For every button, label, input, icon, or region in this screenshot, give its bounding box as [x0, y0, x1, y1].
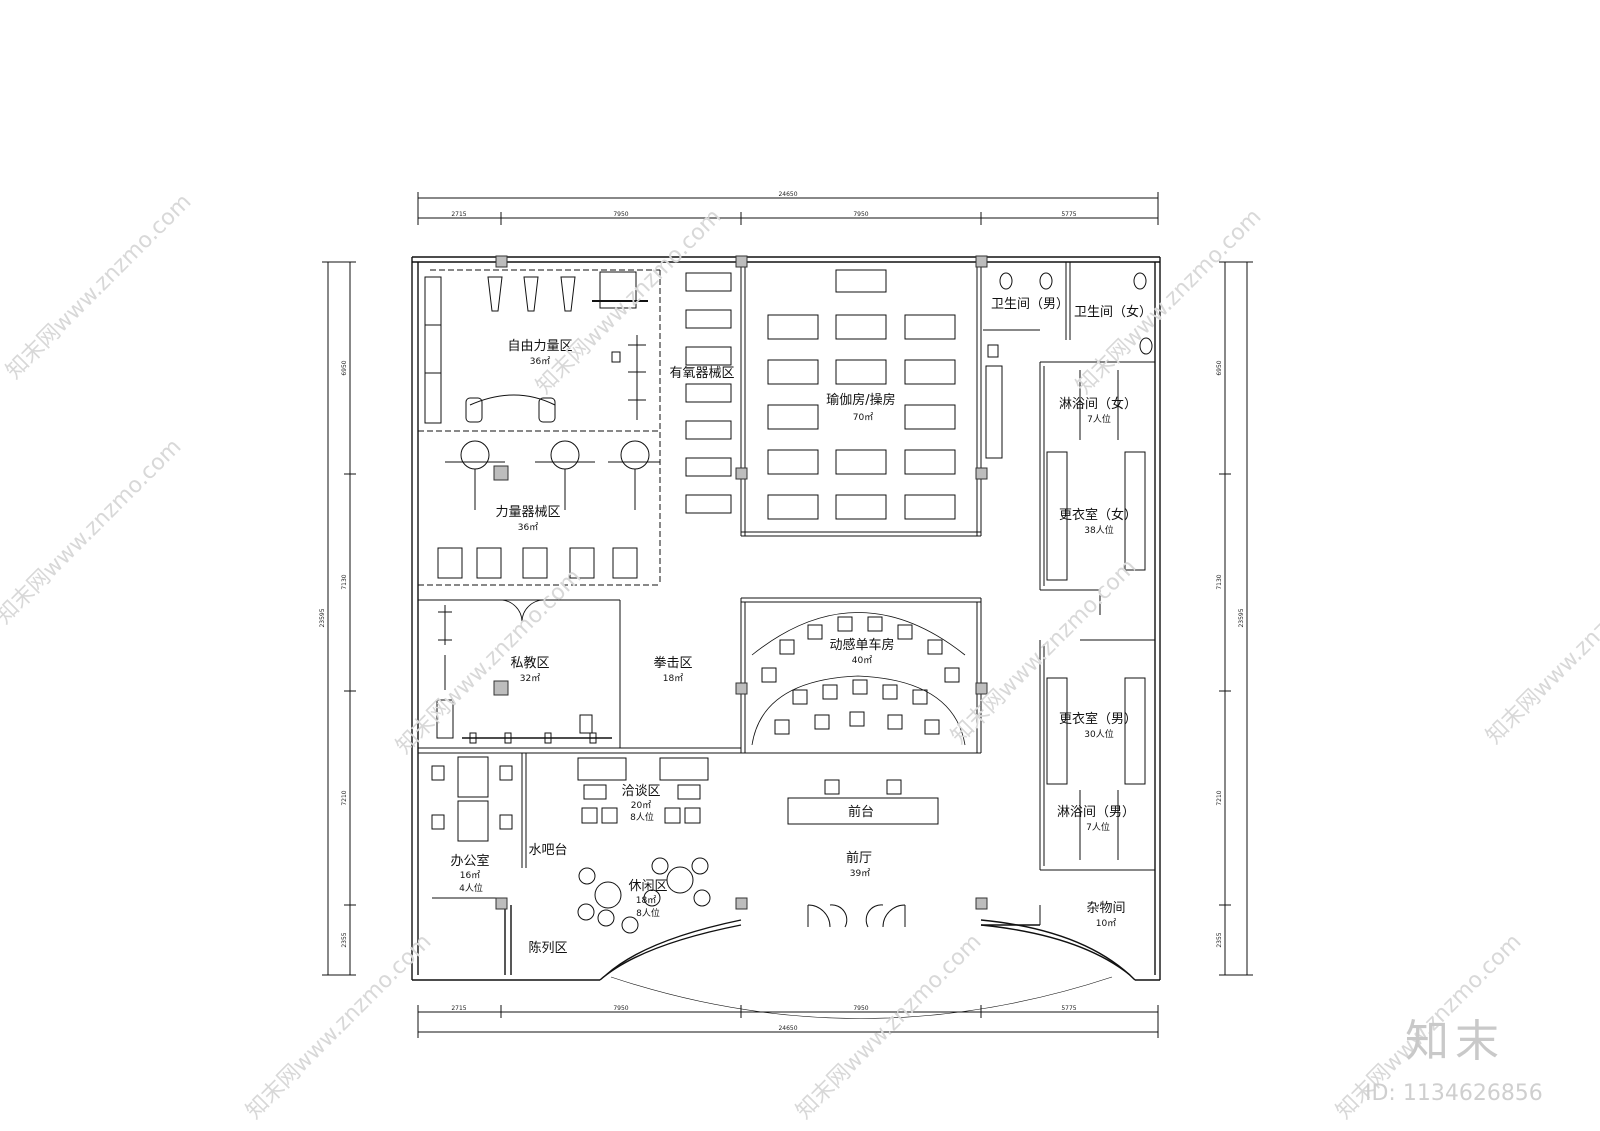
free-weight-equipment	[424, 271, 648, 424]
dim-left-seg-3: 7210	[341, 790, 348, 805]
room-lobby-name: 前厅	[846, 850, 872, 866]
watermark-text-3: 知末网www.znzmo.com	[1072, 204, 1267, 399]
room-lobby-area: 39㎡	[850, 868, 870, 879]
dim-seg-4-bottom: 5775	[1061, 1005, 1076, 1012]
room-office-area: 16㎡	[460, 870, 480, 881]
dim-left-seg-4: 2355	[341, 932, 348, 947]
right-dimensions	[1219, 261, 1253, 976]
top-dimensions	[417, 192, 1159, 225]
interior-walls	[418, 262, 1155, 925]
locker-fixtures	[999, 272, 1153, 860]
room-cardio-name: 有氧器械区	[669, 366, 734, 381]
columns	[493, 255, 988, 910]
room-strength-name: 力量器械区	[495, 505, 560, 520]
watermark-text-9: 知末网www.znzmo.com	[792, 929, 987, 1124]
room-locker-female-seats: 38人位	[1084, 524, 1113, 536]
watermarks: 知末网www.znzmo.com 知末网www.znzmo.com 知末网www…	[0, 189, 1600, 1124]
room-shower-male-seats: 7人位	[1086, 821, 1110, 833]
dim-right-seg-2: 7130	[1216, 574, 1223, 589]
dim-total-top: 24650	[778, 191, 797, 198]
room-wc-male-name: 卫生间（男）	[991, 297, 1069, 312]
bottom-dimensions	[417, 1005, 1159, 1038]
room-storage-name: 杂物间	[1086, 901, 1125, 916]
spinning-bikes	[751, 612, 966, 746]
lobby-furniture	[431, 756, 939, 934]
room-storage-area: 10㎡	[1096, 918, 1116, 929]
room-locker-female-name: 更衣室（女）	[1059, 507, 1137, 523]
room-shower-female-seats: 7人位	[1087, 413, 1111, 425]
dim-total-left: 23595	[319, 608, 326, 627]
room-negotiation-seats: 8人位	[630, 811, 654, 823]
dim-total-right: 23595	[1238, 608, 1245, 627]
room-locker-male-name: 更衣室（男）	[1059, 711, 1137, 727]
dim-seg-2-bottom: 7950	[613, 1005, 628, 1012]
room-negotiation-name: 洽谈区	[621, 784, 660, 799]
room-private-training-area: 32㎡	[520, 673, 540, 684]
room-spinning-area: 40㎡	[852, 655, 872, 666]
dim-seg-3-top: 7950	[853, 211, 868, 218]
cardio-treadmills	[685, 272, 732, 514]
room-locker-male-seats: 30人位	[1084, 728, 1113, 740]
watermark-text-8: 知末网www.znzmo.com	[242, 929, 437, 1124]
outer-walls	[411, 256, 1161, 1019]
room-wc-female-name: 卫生间（女）	[1074, 304, 1152, 320]
room-labels: 自由力量区 36㎡ 有氧器械区 瑜伽房/操房 70㎡ 卫生间（男） 卫生间（女）…	[450, 297, 1152, 956]
room-private-training-name: 私教区	[510, 655, 549, 671]
room-lounge-area: 18㎡	[636, 895, 656, 906]
room-free-weight-area: 36㎡	[530, 356, 550, 367]
watermark-text-5: 知末网www.znzmo.com	[392, 564, 587, 759]
dim-seg-1-bottom: 2715	[451, 1005, 466, 1012]
room-yoga-name: 瑜伽房/操房	[826, 392, 895, 408]
dimension-labels: 24650 2715 7950 7950 5775 2715 7950 7950…	[319, 191, 1245, 1032]
room-yoga-area: 70㎡	[853, 412, 873, 423]
dim-seg-4-top: 5775	[1061, 211, 1076, 218]
brand-logo-text: 知末	[1405, 1016, 1505, 1067]
room-shower-female-name: 淋浴间（女）	[1059, 396, 1137, 412]
strength-machines	[437, 440, 660, 579]
watermark-text-1: 知末网www.znzmo.com	[2, 189, 197, 384]
watermark-text-7: 知末网www.znzmo.com	[1482, 554, 1600, 749]
room-lounge-name: 休闲区	[628, 879, 667, 894]
dim-seg-1-top: 2715	[451, 211, 466, 218]
left-dimensions	[322, 261, 356, 976]
dim-left-seg-2: 7130	[341, 574, 348, 589]
watermark-text-4: 知末网www.znzmo.com	[0, 434, 186, 629]
room-office-seats: 4人位	[459, 882, 483, 894]
room-reception-name: 前台	[848, 804, 874, 820]
room-free-weight-name: 自由力量区	[507, 339, 572, 354]
room-display-name: 陈列区	[528, 940, 567, 956]
dim-right-seg-3: 7210	[1216, 790, 1223, 805]
room-negotiation-area: 20㎡	[631, 800, 651, 811]
room-boxing-area: 18㎡	[663, 673, 683, 684]
room-water-bar-name: 水吧台	[528, 843, 567, 858]
room-shower-male-name: 淋浴间（男）	[1057, 805, 1135, 820]
room-lounge-seats: 8人位	[636, 907, 660, 919]
dim-right-seg-1: 6950	[1216, 360, 1223, 375]
dim-seg-2-top: 7950	[613, 211, 628, 218]
room-spinning-name: 动感单车房	[829, 637, 894, 653]
room-strength-area: 36㎡	[518, 522, 538, 533]
room-boxing-name: 拳击区	[653, 655, 692, 671]
image-id-text: ID: 1134626856	[1365, 1081, 1543, 1106]
dim-total-bottom: 24650	[778, 1025, 797, 1032]
room-office-name: 办公室	[450, 853, 489, 869]
private-training-equipment	[436, 599, 612, 744]
dim-seg-3-bottom: 7950	[853, 1005, 868, 1012]
dim-right-seg-4: 2355	[1216, 932, 1223, 947]
yoga-mats	[767, 269, 1003, 520]
dim-left-seg-1: 6950	[341, 360, 348, 375]
